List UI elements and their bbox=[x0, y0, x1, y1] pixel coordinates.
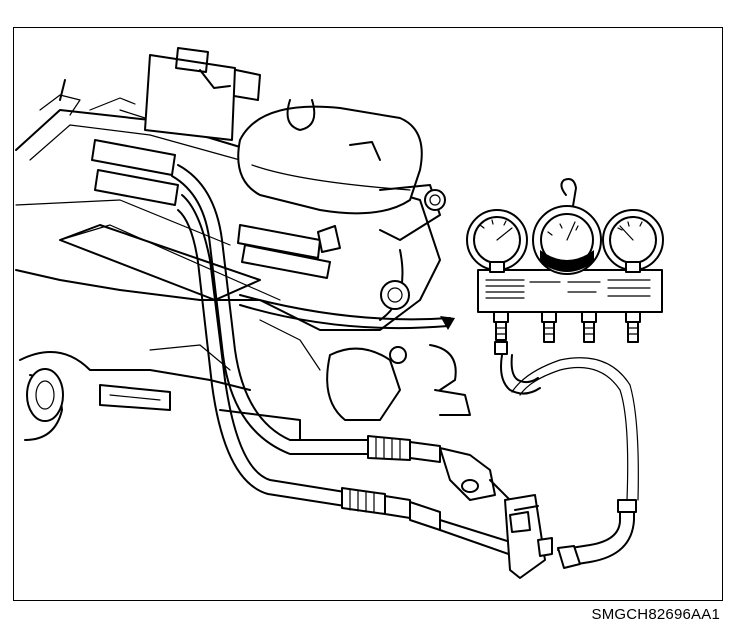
hose-icon bbox=[171, 164, 639, 579]
gauge-manifold-icon bbox=[466, 178, 664, 355]
figure-code: SMGCH82696AA1 bbox=[591, 606, 720, 623]
engine-icon bbox=[15, 47, 471, 441]
